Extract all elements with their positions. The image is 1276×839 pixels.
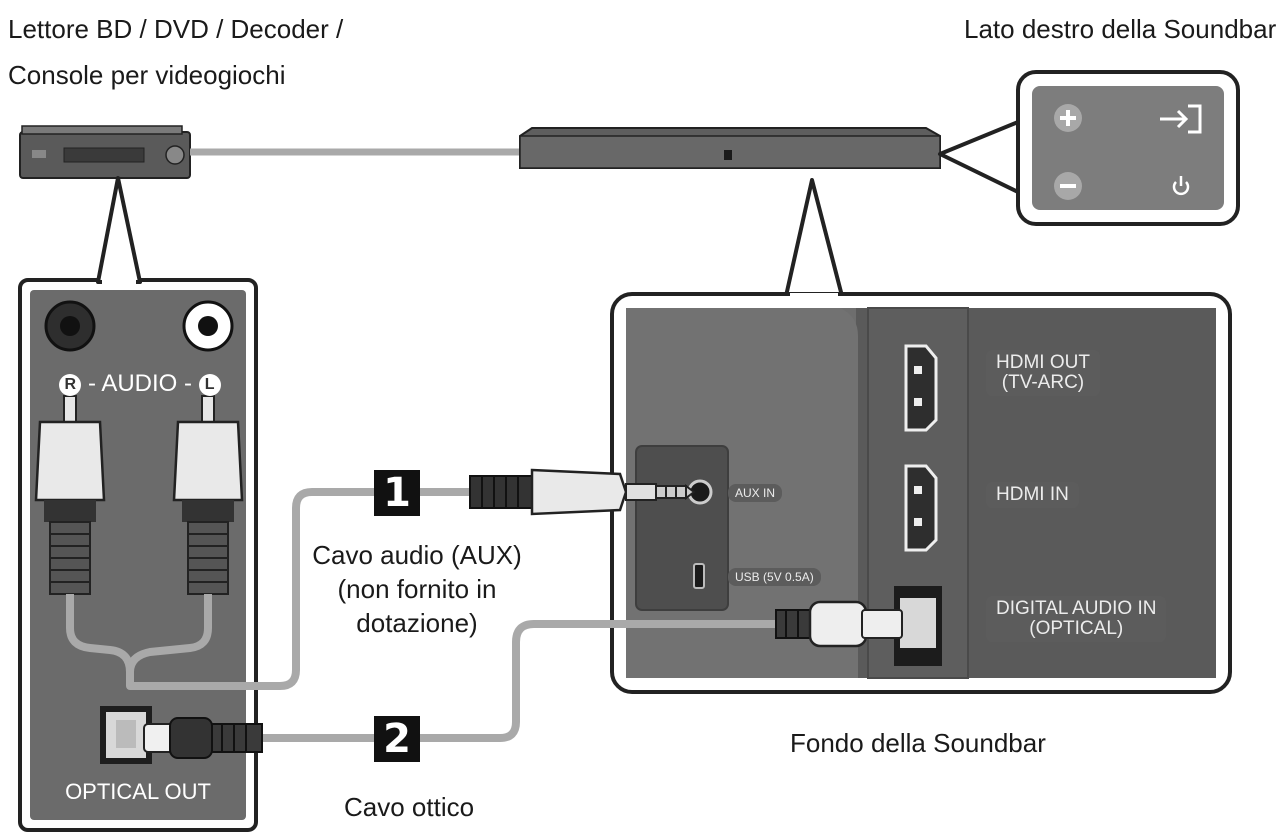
digital-audio-in-label-line1: DIGITAL AUDIO IN [996,598,1157,619]
digital-audio-in-label: DIGITAL AUDIO IN (OPTICAL) [986,596,1167,642]
source-device [19,125,191,179]
audio-l-badge: L [198,374,221,396]
power-icon [1172,176,1190,196]
audio-r-jack [44,300,96,352]
input-source-icon [1160,104,1202,134]
aux-cable-caption-line2: (non fornito in [337,574,497,604]
optical-cable [262,620,780,742]
aux-cable-caption-line3: dotazione) [356,608,478,638]
audio-label-text: - AUDIO - [81,370,199,397]
aux-cable-number-badge: 1 [374,470,420,516]
usb-port [693,563,705,589]
rca-plug-l [172,395,244,595]
audio-jack-label: R - AUDIO - L [50,370,230,398]
source-device-caption-line2: Console per videogiochi [8,60,286,90]
source-optical-port [100,706,152,764]
hdmi-out-label-line2: (TV-ARC) [1001,372,1085,393]
source-device-caption-line1: Lettore BD / DVD / Decoder / [8,14,344,44]
right-side-caption: Lato destro della Soundbar [964,14,1276,44]
aux-plug [469,468,696,516]
usb-label: USB (5V 0.5A) [728,568,821,586]
hdmi-out-label-line1: HDMI OUT [996,352,1090,373]
soundbar-device [519,127,941,169]
audio-r-badge: R [59,374,82,396]
audio-l-jack [182,300,234,352]
digital-audio-in-label-line2: (OPTICAL) [1029,618,1124,639]
volume-down-icon [1054,172,1082,200]
bottom-caption: Fondo della Soundbar [790,728,1046,758]
hdmi-in-label: HDMI IN [986,482,1079,508]
optical-cable-caption: Cavo ottico [344,792,475,822]
volume-up-icon [1054,104,1082,132]
optical-plug-soundbar [775,600,903,648]
hdmi-out-label: HDMI OUT (TV-ARC) [986,350,1100,396]
rca-plug-r [34,395,106,595]
optical-cable-number-badge: 2 [374,716,420,762]
hdmi-out-port [904,344,938,432]
hdmi-in-port [904,464,938,552]
aux-cable-caption-line1: Cavo audio (AUX) [312,540,522,570]
aux-cable [66,488,480,690]
optical-out-label: OPTICAL OUT [65,779,211,804]
aux-in-label: AUX IN [728,484,783,502]
optical-plug-source [143,717,263,759]
